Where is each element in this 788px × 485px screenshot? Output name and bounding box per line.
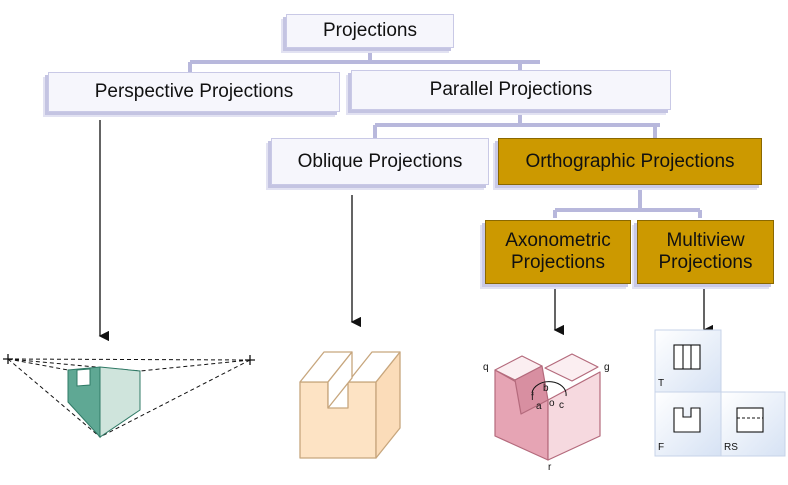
axonometric-label-f: f xyxy=(531,392,534,403)
axonometric-label-r: r xyxy=(548,462,552,473)
oblique-slot-wall xyxy=(327,351,353,409)
axonometric-slot xyxy=(514,365,549,415)
node-projections-label: Projections xyxy=(323,20,417,42)
node-parallel-projections: Parallel Projections xyxy=(351,70,671,110)
vanishing-point-left xyxy=(3,354,13,364)
node-perspective-projections: Perspective Projections xyxy=(48,72,340,112)
multiview-label-right-side: RS xyxy=(724,442,738,453)
node-multiview-projections: Multiview Projections xyxy=(637,220,774,284)
node-orthographic-projections: Orthographic Projections xyxy=(498,138,762,185)
multiview-label-front: F xyxy=(658,442,665,453)
axonometric-label-o: o xyxy=(549,398,555,409)
node-oblique-label: Oblique Projections xyxy=(297,150,463,172)
node-perspective-label: Perspective Projections xyxy=(94,81,294,103)
axonometric-label-c: c xyxy=(559,400,564,411)
node-projections: Projections xyxy=(286,14,454,48)
axonometric-top-right xyxy=(544,353,599,382)
node-parallel-label: Parallel Projections xyxy=(429,79,593,101)
oblique-top-right xyxy=(347,351,401,383)
node-oblique-projections: Oblique Projections xyxy=(271,138,489,185)
axonometric-label-b: b xyxy=(543,383,549,394)
connector-parallel xyxy=(373,110,660,138)
connector-orthographic xyxy=(553,188,702,218)
connector-root xyxy=(188,50,540,72)
side-view-drawing xyxy=(736,407,764,433)
node-orthographic-label: Orthographic Projections xyxy=(525,150,735,172)
top-view-drawing xyxy=(673,344,701,370)
axonometric-label-q: q xyxy=(483,362,489,373)
front-view-drawing xyxy=(673,407,701,433)
node-multiview-label: Multiview Projections xyxy=(658,230,753,273)
perspective-solid xyxy=(67,366,141,439)
node-axonometric-projections: Axonometric Projections xyxy=(485,220,631,284)
multiview-label-top: T xyxy=(658,378,665,389)
axonometric-label-g: g xyxy=(604,362,610,373)
vanishing-point-right xyxy=(245,355,255,365)
axonometric-right-face xyxy=(547,371,601,461)
node-axonometric-label: Axonometric Projections xyxy=(505,230,611,273)
axonometric-label-a: a xyxy=(536,401,542,412)
